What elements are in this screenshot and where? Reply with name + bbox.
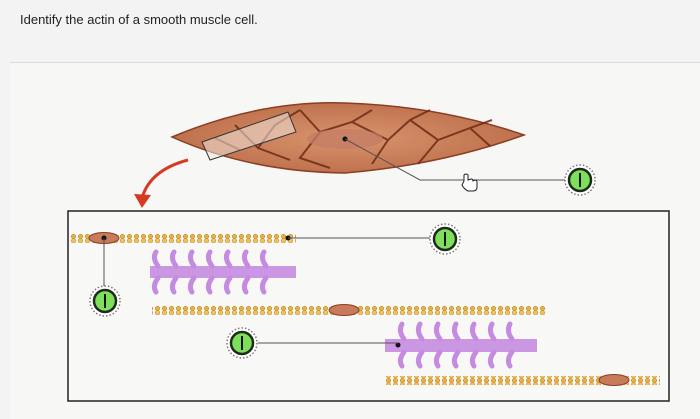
zoom-region-box	[201, 111, 297, 161]
actin-filament-bottom[interactable]	[384, 376, 660, 385]
leader-line-cell	[342, 136, 572, 181]
hand-pointer-icon	[461, 173, 478, 192]
drop-target-dense-body[interactable]	[89, 285, 121, 317]
myosin-filament-top[interactable]	[150, 249, 296, 295]
dense-body-right	[598, 374, 630, 386]
myosin-filament-bottom[interactable]	[385, 321, 537, 369]
drop-target-myosin[interactable]	[226, 327, 258, 359]
curved-arrow-icon	[134, 158, 189, 208]
actin-filament-top[interactable]	[70, 234, 296, 243]
question-prompt: Identify the actin of a smooth muscle ce…	[20, 12, 258, 27]
dense-body-middle	[328, 304, 360, 316]
muscle-cell	[170, 102, 527, 174]
leader-lines-zoom	[103, 237, 430, 344]
drop-target-cell[interactable]	[564, 164, 596, 196]
drop-target-actin-top[interactable]	[429, 223, 461, 255]
